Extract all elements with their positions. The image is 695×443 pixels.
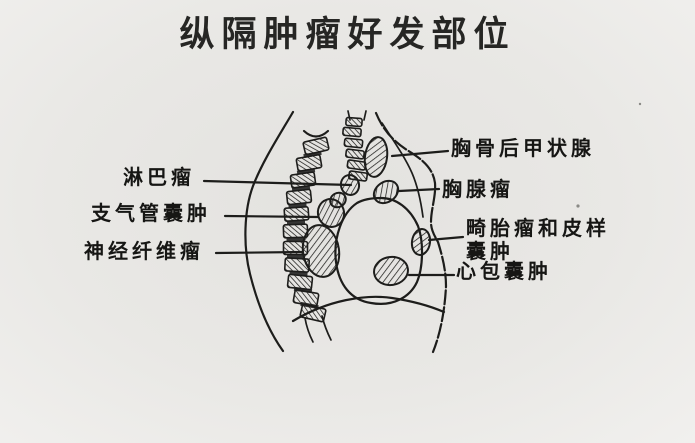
spine-top-cup bbox=[302, 129, 330, 138]
bronchogenic-cyst-leader-line bbox=[223, 214, 320, 219]
thymoma-leader-line bbox=[397, 187, 441, 193]
retrosternal-thyroid-mass bbox=[363, 136, 389, 178]
trachea bbox=[342, 116, 369, 182]
neurofibroma-mass bbox=[301, 224, 341, 278]
diagram-title: 纵隔肿瘤好发部位 bbox=[179, 15, 516, 54]
neurofibroma-leader-line bbox=[214, 250, 304, 255]
label-pericardial-cyst: 心包囊肿 bbox=[456, 261, 552, 283]
intervertebral-discs bbox=[286, 150, 322, 310]
scan-speck bbox=[638, 102, 642, 106]
label-neurofibroma: 神经纤维瘤 bbox=[84, 241, 204, 263]
label-bronchogenic-cyst: 支气管囊肿 bbox=[91, 203, 211, 225]
thymoma-mass bbox=[372, 179, 400, 205]
teratoma-leader-line bbox=[427, 235, 465, 242]
label-retrosternal-thyroid: 胸骨后甲状腺 bbox=[451, 138, 595, 160]
spine-vertebrae bbox=[282, 129, 330, 323]
label-lymphoma: 淋巴瘤 bbox=[123, 167, 195, 189]
front-contour bbox=[374, 111, 448, 354]
label-teratoma-dermoid-cyst: 畸胎瘤和皮样 囊肿 bbox=[466, 218, 610, 263]
teratoma-mass bbox=[410, 228, 432, 256]
label-thymoma: 胸腺瘤 bbox=[442, 179, 514, 201]
lymphoma-leader-line bbox=[202, 179, 353, 187]
retrosternal-thyroid-leader-line bbox=[390, 149, 450, 158]
leader-lines bbox=[202, 149, 465, 277]
scan-speck bbox=[576, 204, 580, 208]
sternum-inner-line bbox=[381, 122, 424, 218]
pericardial-cyst-mass bbox=[373, 255, 409, 287]
heart-outline bbox=[334, 196, 424, 305]
back-contour bbox=[244, 110, 295, 353]
